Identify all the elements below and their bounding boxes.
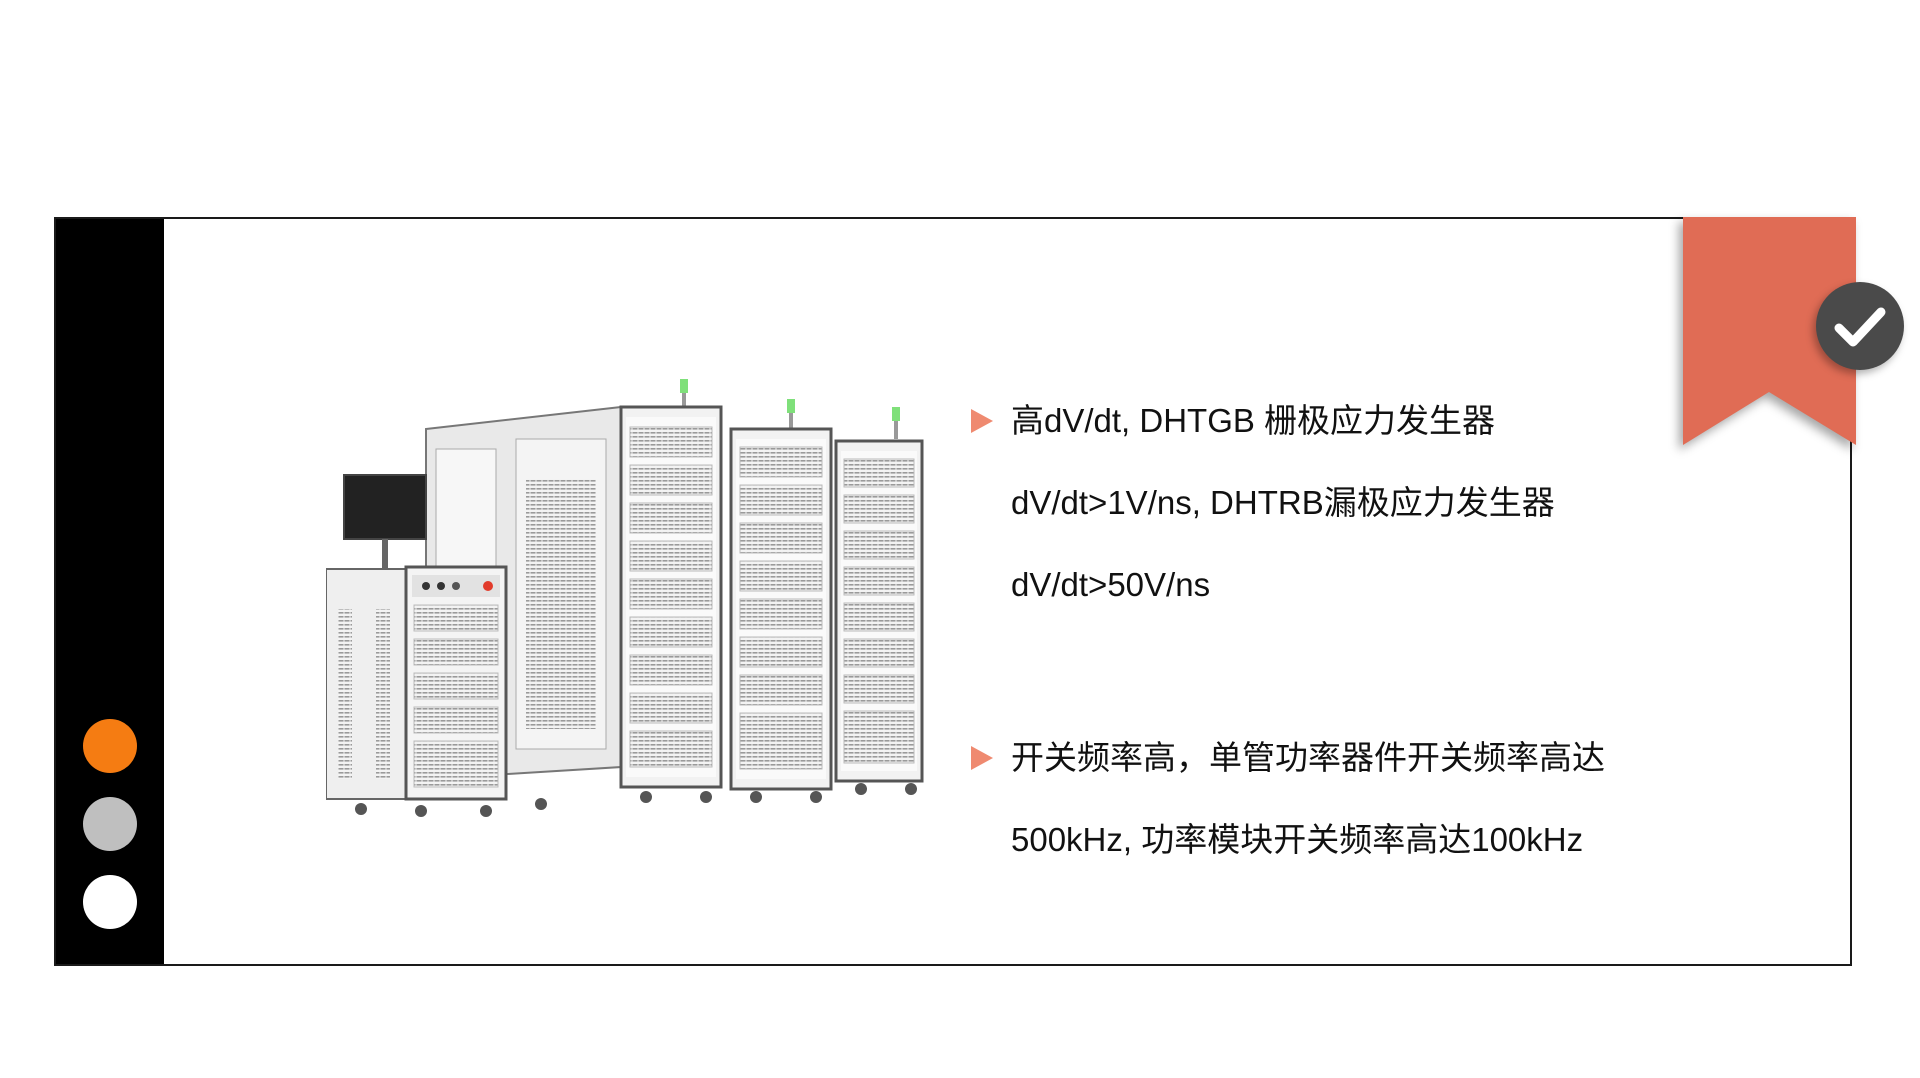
feature-line: dV/dt>1V/ns, DHTRB漏极应力发生器 xyxy=(1011,484,1555,521)
triangle-right-icon xyxy=(971,409,993,433)
nav-dot-white[interactable] xyxy=(83,875,137,929)
checkmark-circle-icon xyxy=(1816,282,1904,370)
sidebar xyxy=(56,219,164,964)
feature-list: 高dV/dt, DHTGB 栅极应力发生器 dV/dt>1V/ns, DHTRB… xyxy=(971,399,1691,991)
triangle-right-icon xyxy=(971,746,993,770)
feature-line: 开关频率高，单管功率器件开关频率高达 xyxy=(1011,739,1605,776)
feature-item-dvdt: 高dV/dt, DHTGB 栅极应力发生器 dV/dt>1V/ns, DHTRB… xyxy=(971,399,1691,626)
feature-line: 500kHz, 功率模块开关频率高达100kHz xyxy=(1011,821,1584,858)
feature-item-frequency: 开关频率高，单管功率器件开关频率高达 500kHz, 功率模块开关频率高达100… xyxy=(971,736,1691,881)
nav-dot-orange[interactable] xyxy=(83,719,137,773)
bookmark-ribbon-icon xyxy=(1683,217,1856,445)
feature-line: 高dV/dt, DHTGB 栅极应力发生器 xyxy=(1011,402,1496,439)
feature-line: dV/dt>50V/ns xyxy=(1011,566,1211,603)
product-image xyxy=(326,379,924,817)
content-card: 高dV/dt, DHTGB 栅极应力发生器 dV/dt>1V/ns, DHTRB… xyxy=(54,217,1852,966)
nav-dot-gray[interactable] xyxy=(83,797,137,851)
